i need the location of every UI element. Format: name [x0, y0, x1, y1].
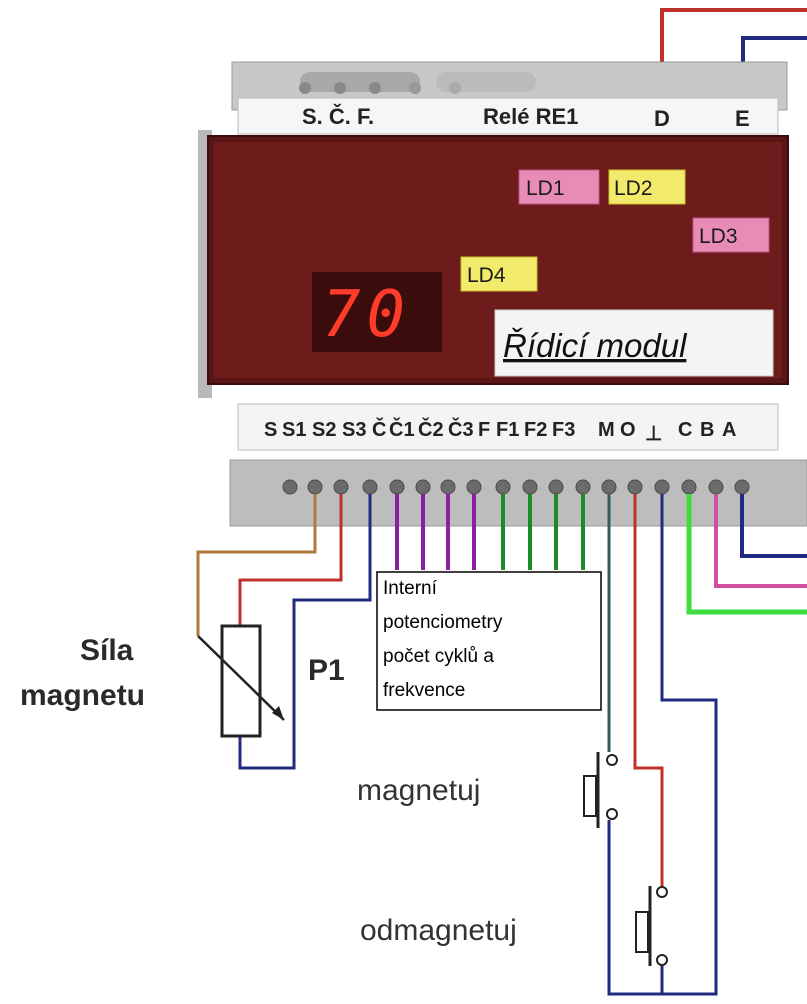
svg-text:LD3: LD3 [699, 225, 738, 248]
display-readout: 70 [322, 278, 411, 352]
terminal-label-f2: F2 [524, 419, 547, 441]
header-label-e: E [735, 106, 750, 131]
wire-o-red [633, 494, 664, 890]
magnetize-button-symbol [583, 752, 618, 828]
terminal-label-c3: Č3 [448, 417, 474, 441]
terminal-labels: S S1 S2 S3 Č Č1 Č2 Č3 F F1 F2 F3 M O ⊥ C… [264, 417, 736, 445]
header-label-relay: Relé RE1 [483, 104, 578, 129]
wire-s2-red [238, 494, 343, 626]
terminal-label-f3: F3 [552, 419, 575, 441]
terminal-label-a: A [722, 419, 736, 441]
header-label-scf: S. Č. F. [302, 104, 374, 129]
terminal-label-s: S [264, 419, 277, 441]
pot-caption-line-1: Síla [80, 634, 134, 667]
note-line-1: Interní [383, 578, 438, 599]
wire-s3-blue [238, 494, 372, 770]
control-module [198, 61, 807, 527]
internal-pot-wires-green [501, 494, 585, 570]
module-title: Řídicí modul [503, 327, 688, 364]
svg-text:LD4: LD4 [467, 264, 506, 287]
terminal-label-ground: ⊥ [645, 423, 662, 445]
pot-caption-line-2: magnetu [20, 679, 145, 712]
potentiometer-p1 [197, 624, 285, 738]
wire-s-brown [196, 494, 317, 636]
terminal-label-c1: Č1 [389, 417, 415, 441]
svg-text:LD1: LD1 [526, 177, 565, 200]
wire-c-green [686, 494, 807, 615]
led-ld3: LD3 [692, 217, 770, 253]
note-line-3: počet cyklů a [383, 646, 494, 667]
led-ld2: LD2 [608, 169, 686, 205]
terminal-label-f1: F1 [496, 419, 519, 441]
internal-pots-note: Interní potenciometry počet cyklů a frek… [376, 571, 602, 711]
wire-a-blue [740, 494, 807, 558]
header-label-d: D [654, 106, 670, 131]
pot-name: P1 [308, 654, 345, 687]
demagnetize-button-symbol [635, 886, 668, 966]
note-line-2: potenciometry [383, 612, 503, 633]
wire-b-pink [714, 494, 807, 588]
led-ld1: LD1 [518, 169, 600, 205]
wire-ground-blue [607, 494, 718, 996]
terminal-label-s1: S1 [282, 419, 306, 441]
note-line-4: frekvence [383, 680, 465, 701]
terminal-label-c: C [678, 419, 692, 441]
led-ld4: LD4 [460, 256, 538, 292]
demagnetize-label: odmagnetuj [360, 914, 517, 947]
terminal-label-f: F [478, 419, 490, 441]
terminal-label-o: O [620, 419, 636, 441]
magnetize-label: magnetuj [357, 774, 480, 807]
internal-pot-wires-purple [395, 494, 476, 570]
terminal-label-c: Č [372, 417, 386, 441]
terminal-label-s2: S2 [312, 419, 336, 441]
terminal-label-c2: Č2 [418, 417, 444, 441]
svg-text:LD2: LD2 [614, 177, 653, 200]
terminal-label-b: B [700, 419, 714, 441]
terminal-label-m: M [598, 419, 615, 441]
terminal-label-s3: S3 [342, 419, 366, 441]
